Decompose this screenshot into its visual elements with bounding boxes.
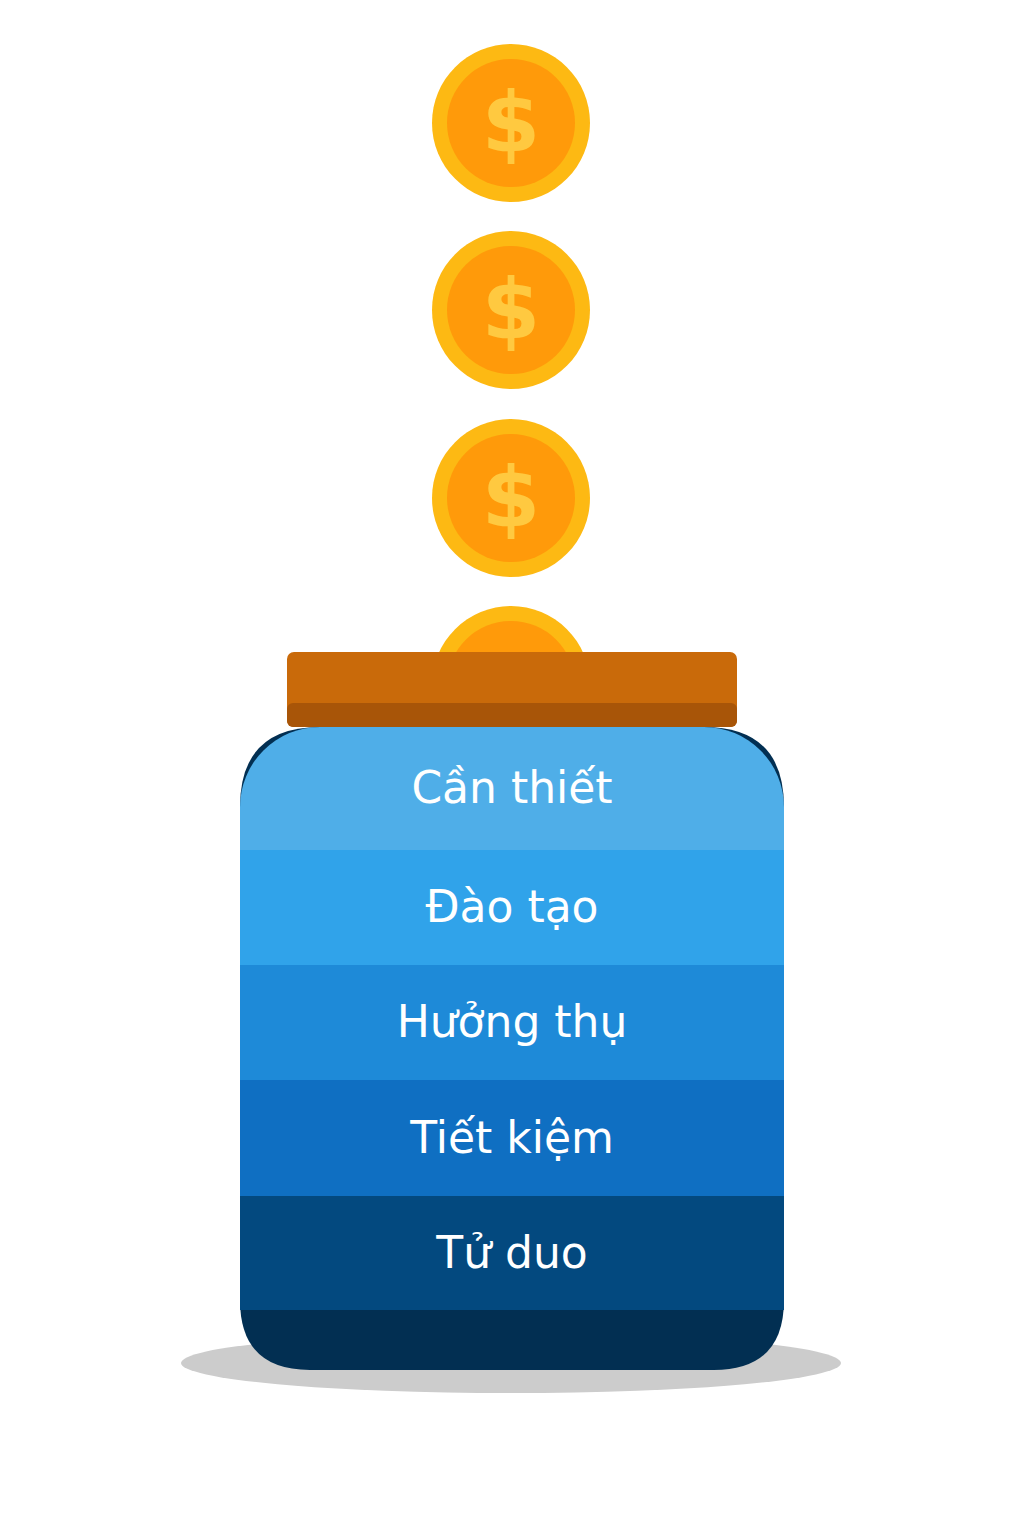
jar-body: [240, 727, 784, 1370]
dollar-sign: $: [482, 456, 540, 540]
dollar-sign: $: [482, 268, 540, 352]
jar-band: Tiết kiệm: [240, 1080, 784, 1196]
jar-lid: [287, 652, 737, 727]
band-label: Đào tạo: [425, 881, 598, 934]
band-label: Tử duo: [436, 1227, 588, 1280]
dollar-sign: $: [482, 81, 540, 165]
jar-band: Cần thiết: [240, 727, 784, 850]
band-label: Hưởng thụ: [397, 996, 628, 1049]
jar-band: Hưởng thụ: [240, 965, 784, 1080]
coin: [432, 44, 590, 202]
band-label: Cần thiết: [411, 762, 612, 815]
coin: [432, 419, 590, 577]
jar-band: Tử duo: [240, 1196, 784, 1310]
jar-lid-rim: [287, 703, 737, 727]
jar-band: Đào tạo: [240, 850, 784, 965]
band-label: Tiết kiệm: [410, 1112, 614, 1165]
coin: [432, 231, 590, 389]
